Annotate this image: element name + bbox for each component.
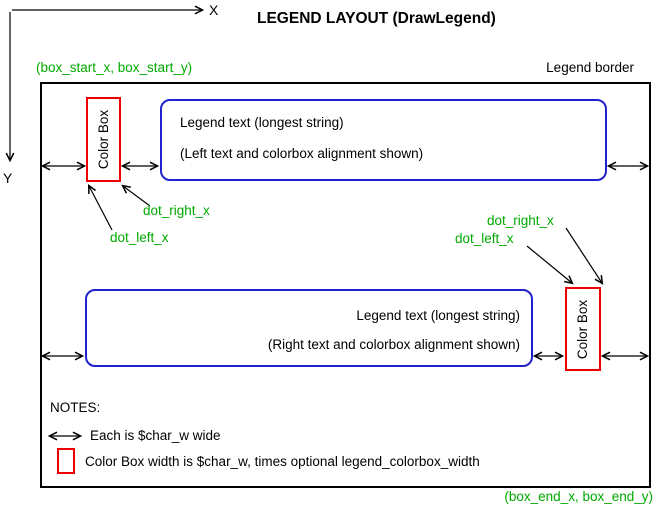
color-box-right-label: Color Box	[575, 299, 591, 359]
color-box-right: Color Box	[565, 287, 601, 371]
x-axis-label: X	[209, 2, 219, 18]
color-box-left-label: Color Box	[96, 109, 111, 170]
right-dot-right-x-label: dot_right_x	[487, 213, 554, 228]
box-end-coords-label: (box_end_x, box_end_y)	[504, 489, 653, 504]
notes-heading: NOTES:	[50, 400, 101, 415]
notes-arrow-note: Each is $char_w wide	[90, 428, 221, 443]
notes-color-box-note: Color Box width is $char_w, times option…	[85, 454, 480, 469]
top-dot-left-x-label: dot_left_x	[110, 230, 169, 245]
legend-text-box-left-aligned: Legend text (longest string) (Left text …	[160, 99, 607, 181]
y-axis-label: Y	[3, 170, 13, 186]
legend-text-box-right-aligned: Legend text (longest string) (Right text…	[85, 289, 533, 367]
legend-border-label: Legend border	[546, 60, 634, 75]
legend-text-line1: Legend text (longest string)	[180, 115, 344, 130]
color-box-left: Color Box	[86, 97, 121, 182]
top-dot-right-x-label: dot_right_x	[143, 203, 210, 218]
legend-text-line2: (Left text and colorbox alignment shown)	[180, 146, 424, 161]
right-dot-left-x-label: dot_left_x	[455, 231, 514, 246]
legend-text-line1: Legend text (longest string)	[356, 308, 520, 323]
diagram-title: LEGEND LAYOUT (DrawLegend)	[257, 10, 496, 27]
box-start-coords-label: (box_start_x, box_start_y)	[36, 60, 193, 75]
legend-border-rect	[40, 82, 651, 488]
notes-color-box-sample	[57, 448, 75, 474]
legend-text-line2: (Right text and colorbox alignment shown…	[267, 337, 520, 352]
